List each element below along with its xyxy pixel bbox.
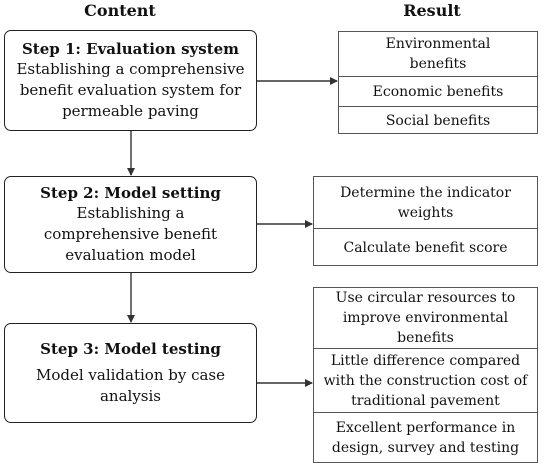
result-performance: Excellent performance in design, survey …: [314, 412, 537, 463]
step-3-description: Model validation by case analysis: [35, 366, 226, 405]
step-2-description: Establishing a comprehensive benefit eva…: [43, 204, 218, 264]
result-benefit-score: Calculate benefit score: [314, 228, 537, 266]
step-1-description: Establishing a comprehensive benefit eva…: [16, 60, 245, 120]
result-column-header: Result: [403, 1, 461, 20]
result-group-3: Use circular resources to improve enviro…: [313, 287, 538, 463]
step-1-box: Step 1: Evaluation system Establishing a…: [4, 30, 257, 131]
step-2-title: Step 2: Model setting: [40, 184, 221, 202]
step-2-box: Step 2: Model setting Establishing a com…: [4, 176, 257, 273]
result-indicator-weights: Determine the indicator weights: [340, 184, 511, 221]
result-economic-benefits: Economic benefits: [339, 76, 537, 106]
result-environmental-benefits: Environmental benefits: [385, 36, 491, 72]
content-column-header: Content: [84, 1, 156, 20]
result-group-2: Determine the indicator weights Calculat…: [313, 176, 538, 266]
result-social-benefits: Social benefits: [339, 106, 537, 134]
step-1-title: Step 1: Evaluation system: [21, 40, 240, 58]
result-circular-resources: Use circular resources to improve enviro…: [335, 290, 516, 346]
step-3-box: Step 3: Model testing Model validation b…: [4, 323, 257, 423]
result-group-1: Environmental benefits Economic benefits…: [338, 31, 538, 134]
result-construction-cost: Little difference compared with the cons…: [314, 348, 537, 412]
step-3-title: Step 3: Model testing: [40, 340, 221, 358]
